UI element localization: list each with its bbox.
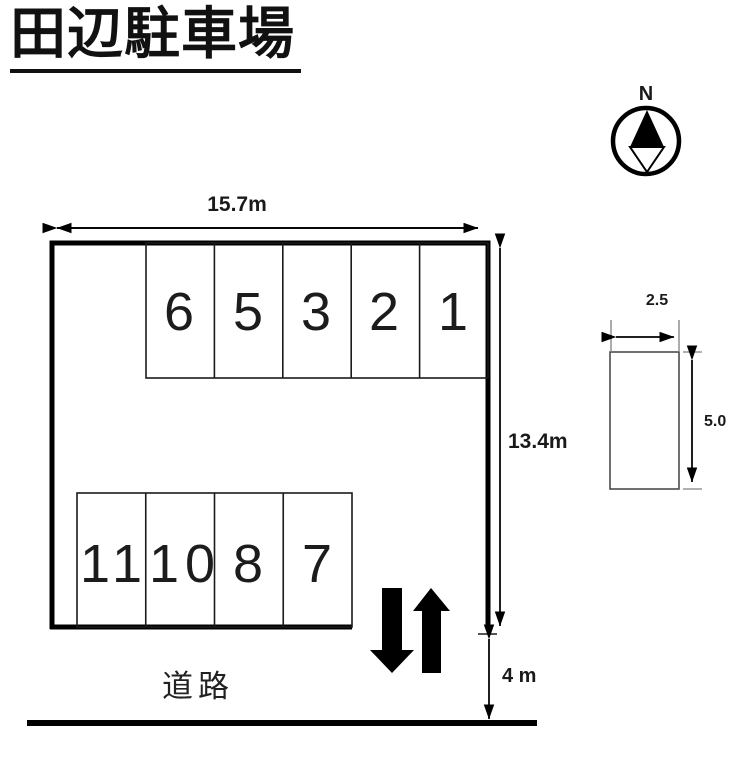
stall-10: 10 [149, 534, 222, 594]
road-distance-label: 4 m [502, 665, 537, 687]
stall-width-label: 2.5 [645, 292, 669, 309]
compass-icon [610, 105, 682, 177]
lot-height-label: 13.4m [508, 430, 568, 453]
stall-detail-diagram [601, 320, 702, 490]
stall-2: 2 [368, 282, 402, 342]
stall-1: 1 [437, 282, 471, 342]
lot-width-label: 15.7m [207, 193, 267, 216]
stall-3: 3 [300, 282, 334, 342]
stall-depth-label: 5.0 [704, 413, 727, 430]
stall-5: 5 [232, 282, 266, 342]
stall-11: 11 [80, 534, 149, 594]
entry-up-arrow [413, 588, 450, 673]
stall-6: 6 [163, 282, 197, 342]
stall-8: 8 [232, 534, 266, 594]
compass-north-label: N [638, 83, 654, 105]
top-stall-grid [145, 242, 489, 379]
bottom-stall-grid [76, 492, 353, 628]
stall-7: 7 [301, 534, 335, 594]
exit-down-arrow [370, 588, 414, 673]
road-label: 道路 [162, 669, 234, 704]
page-title: 田辺駐車場 [10, 0, 301, 73]
